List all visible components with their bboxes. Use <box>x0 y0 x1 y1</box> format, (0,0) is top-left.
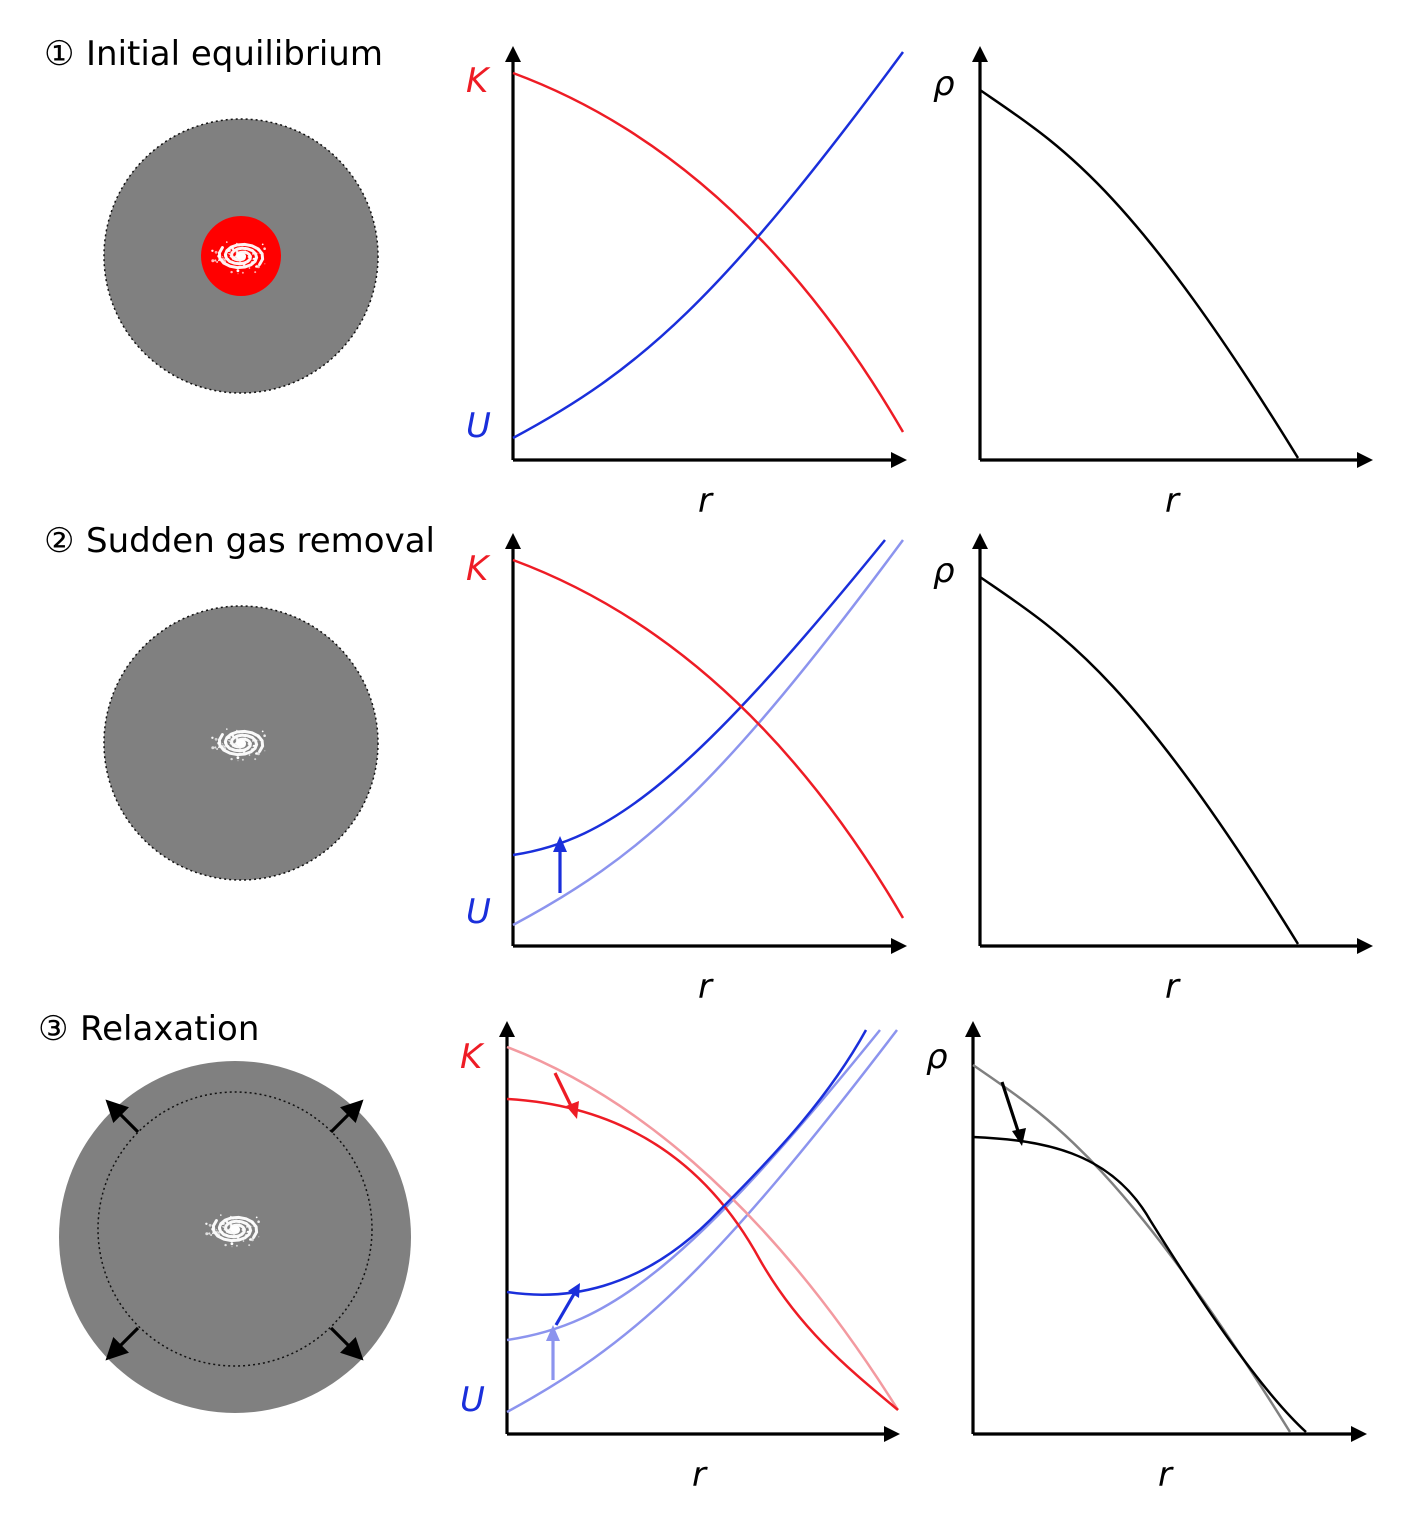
panel-number: ① <box>44 34 74 74</box>
rho-label: ρ <box>926 1037 948 1077</box>
K-label: K <box>466 549 491 589</box>
energy-plot: K U r <box>466 46 907 521</box>
spiral-galaxy-icon <box>211 241 266 275</box>
panel-number: ③ <box>38 1009 68 1049</box>
K-curve-initial <box>506 1045 900 1411</box>
r-label: r <box>698 967 714 1007</box>
K-relax-arrow <box>553 1072 574 1109</box>
K-curve-relaxed <box>506 1097 899 1411</box>
outward-arrow-icon <box>105 1099 364 1361</box>
r-label: r <box>692 1455 708 1495</box>
density-curve <box>979 575 1300 945</box>
initial-radius-outline <box>97 1091 373 1367</box>
density-curve <box>979 88 1300 459</box>
cluster-illustration <box>59 1061 411 1413</box>
panel-number: ② <box>44 521 74 561</box>
density-plot: ρ r <box>926 1021 1367 1495</box>
U-relax-arrow <box>554 1293 576 1326</box>
r-label: r <box>698 481 714 521</box>
row-initial-equilibrium: ① Initial equilibrium K U r ρ r <box>44 34 1373 521</box>
panel-title: Relaxation <box>80 1009 259 1049</box>
energy-plot: K U r <box>466 533 907 1007</box>
r-label: r <box>1165 967 1181 1007</box>
rho-label: ρ <box>933 64 955 104</box>
r-label: r <box>1165 481 1181 521</box>
U-label: U <box>466 406 491 446</box>
U-curve-after-removal <box>506 1029 881 1342</box>
density-curve-relaxed <box>972 1135 1307 1433</box>
density-plot: ρ r <box>933 46 1373 521</box>
U-curve-after-removal <box>512 539 886 857</box>
row-relaxation: ③ Relaxation <box>38 1009 1367 1495</box>
row-sudden-gas-removal: ② Sudden gas removal K U r ρ <box>44 521 1373 1007</box>
K-label: K <box>466 61 491 101</box>
K-curve <box>512 71 905 433</box>
K-label: K <box>460 1037 485 1077</box>
U-curve-initial <box>506 1029 898 1414</box>
density-curve-initial <box>972 1063 1292 1433</box>
U-label: U <box>466 892 491 932</box>
U-label: U <box>460 1380 485 1420</box>
spiral-galaxy-icon <box>211 728 266 762</box>
U-curve-relaxed <box>506 1029 868 1296</box>
energy-plot: K U r <box>460 1021 900 1495</box>
panel-title: Initial equilibrium <box>86 34 383 74</box>
r-label: r <box>1158 1455 1174 1495</box>
density-drop-arrow <box>1000 1081 1021 1135</box>
cluster-illustration <box>103 118 379 394</box>
density-plot: ρ r <box>933 533 1373 1007</box>
spiral-galaxy-icon <box>205 1214 260 1248</box>
U-curve <box>512 51 905 440</box>
cluster-illustration <box>103 605 379 881</box>
U-curve-initial <box>512 539 905 927</box>
K-curve <box>512 558 905 919</box>
rho-label: ρ <box>933 551 955 591</box>
panel-title: Sudden gas removal <box>86 521 435 561</box>
